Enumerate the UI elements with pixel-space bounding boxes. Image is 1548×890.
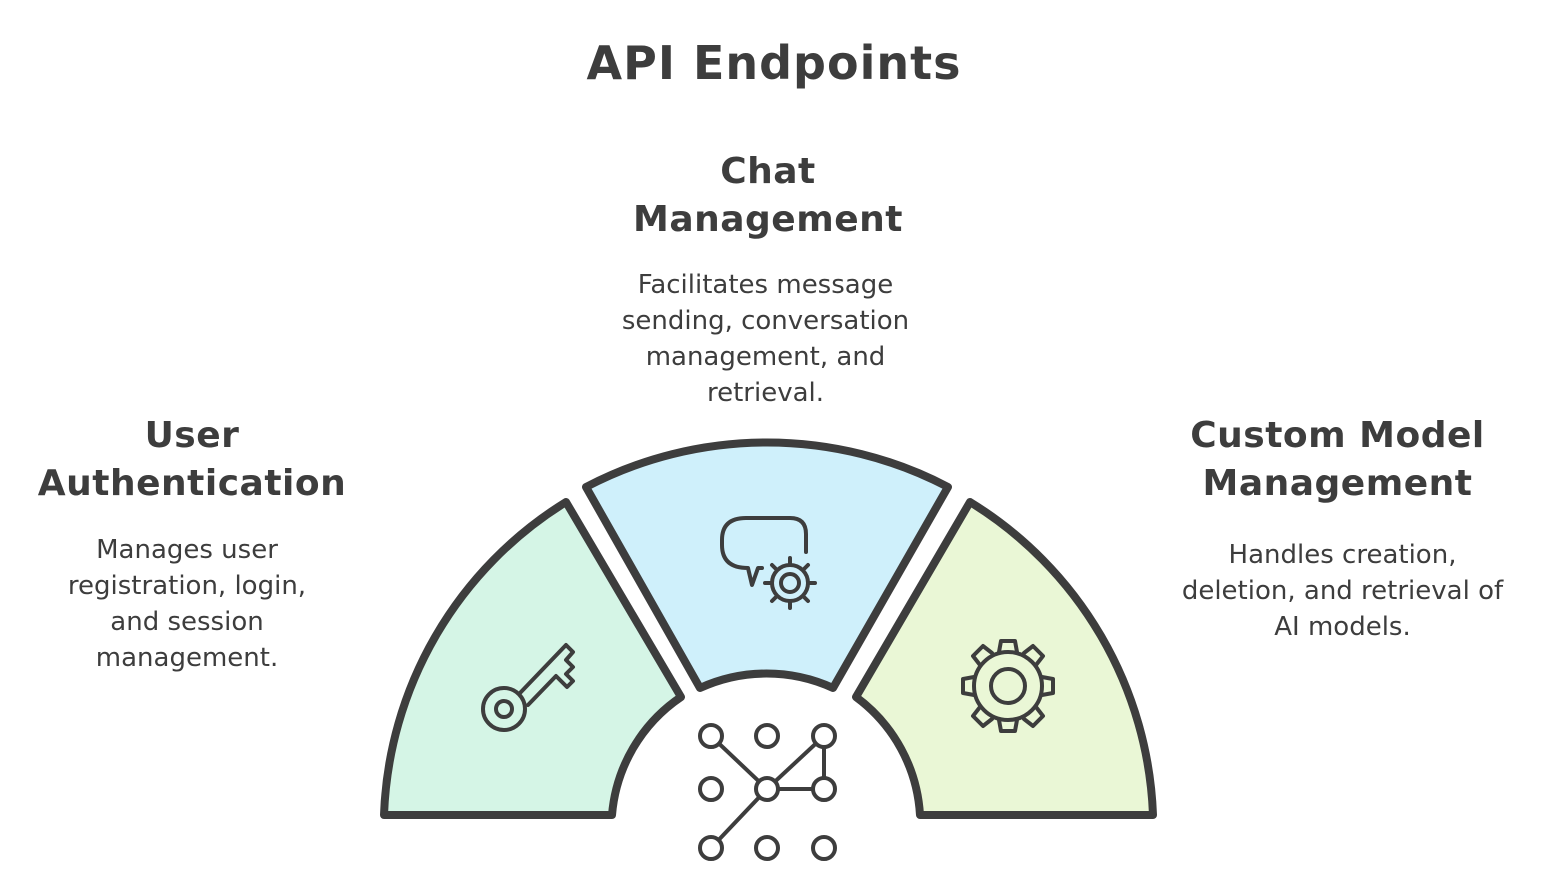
section-heading-chat-management: Chat Management [598,148,938,244]
heading-line: Management [633,199,903,240]
segment-chat-management [582,438,952,692]
heading-line: Authentication [37,463,347,504]
segment-user-authentication [380,498,685,819]
section-description-custom-model-management: Handles creation, deletion, and retrieva… [1181,540,1504,642]
section-description-user-authentication: Manages user registration, login, and se… [67,535,307,673]
diagram-title: API Endpoints [586,36,962,90]
heading-line: Management [1202,463,1473,504]
section-heading-custom-model-management: Custom Model Management [1160,412,1515,508]
chat-settings-icon [720,516,817,610]
section-description-chat-management: Facilitates message sending, conversatio… [621,270,910,408]
heading-line: User [144,415,240,456]
segment-custom-model-management [852,498,1157,819]
heading-line: Custom Model [1190,415,1485,456]
heading-line: Chat [720,151,816,192]
gear-icon [961,639,1055,733]
key-icon [481,643,575,732]
section-heading-user-authentication: User Authentication [22,412,362,508]
network-icon [698,723,837,861]
